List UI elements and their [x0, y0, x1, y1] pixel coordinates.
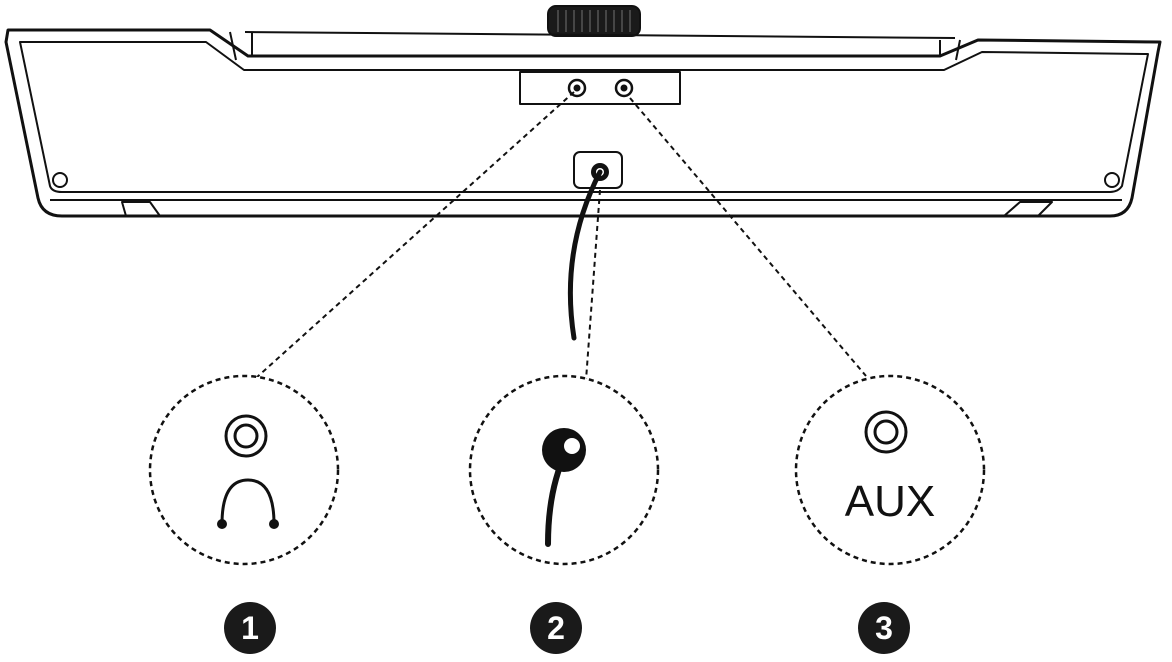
callout-1 — [148, 374, 340, 566]
badge-2-number: 2 — [547, 610, 565, 646]
power-cable-icon — [567, 169, 603, 341]
power-cable-icon — [542, 428, 586, 547]
badge-1-number: 1 — [241, 610, 259, 646]
soundbar-body — [4, 5, 1162, 218]
badge-3: 3 — [858, 602, 910, 654]
leader-lines — [255, 91, 867, 381]
volume-knob-icon — [547, 5, 641, 37]
callout-2 — [468, 374, 660, 566]
badge-3-number: 3 — [875, 610, 893, 646]
aux-jack-icon — [864, 410, 908, 454]
power-inlet-icon — [573, 151, 623, 189]
callout-3: AUX — [794, 374, 986, 566]
headphone-jack-icon — [217, 414, 279, 529]
badge-1: 1 — [224, 602, 276, 654]
audio-jack-panel-icon — [519, 71, 681, 105]
badge-2: 2 — [530, 602, 582, 654]
aux-label: AUX — [845, 477, 935, 526]
